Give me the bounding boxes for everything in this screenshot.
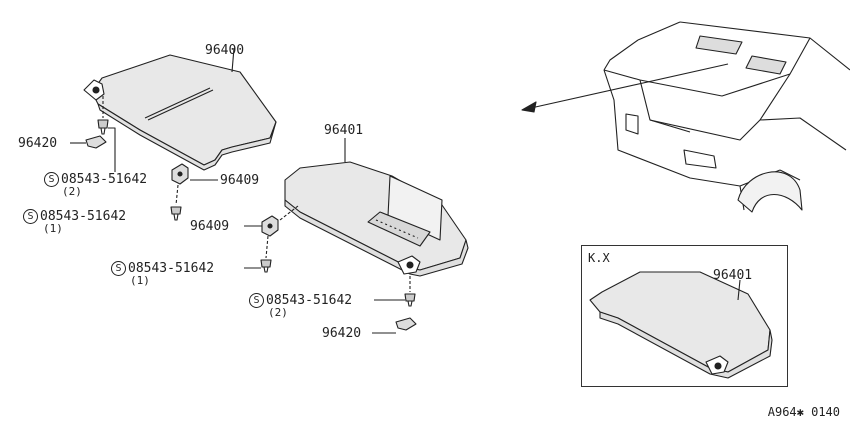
reference-code: A964✱ 0140: [767, 405, 840, 419]
screw-label-4: 08543-51642: [266, 293, 353, 308]
screw-qty-4: (2): [268, 306, 288, 319]
screw-4: [404, 293, 416, 307]
label-96400: 96400: [205, 43, 245, 58]
clip-96409-a: [171, 163, 189, 185]
visor-holder-right: [395, 317, 417, 331]
label-96409-a: 96409: [220, 173, 260, 188]
screw-label-1: 08543-51642: [61, 172, 148, 187]
clip-96409-b: [261, 215, 279, 237]
screw-qty-2: (1): [43, 222, 63, 235]
screw-qty-1: (2): [62, 185, 82, 198]
visor-holder-left: [85, 135, 107, 149]
inset-title: K.X: [588, 251, 610, 265]
inset-label-96401: 96401: [713, 268, 753, 283]
screw-2: [170, 206, 182, 221]
s-symbol-2: S: [23, 209, 38, 224]
screw-label-2: 08543-51642: [40, 209, 127, 224]
screw-1: [97, 119, 109, 135]
inset-box: K.X: [581, 245, 788, 387]
label-96401: 96401: [324, 123, 364, 138]
s-symbol-3: S: [111, 261, 126, 276]
vehicle-illustration: [603, 21, 850, 213]
sun-visor-right: [284, 138, 469, 277]
label-96420-b: 96420: [322, 326, 362, 341]
label-96420-a: 96420: [18, 136, 58, 151]
screw-3: [260, 259, 272, 273]
sun-visor-left: [83, 47, 277, 171]
inset-sun-visor: [589, 271, 773, 379]
label-96409-b: 96409: [190, 219, 230, 234]
s-symbol-1: S: [44, 172, 59, 187]
s-symbol-4: S: [249, 293, 264, 308]
arrow: [521, 63, 729, 111]
screw-qty-3: (1): [130, 274, 150, 287]
screw-label-3: 08543-51642: [128, 261, 215, 276]
